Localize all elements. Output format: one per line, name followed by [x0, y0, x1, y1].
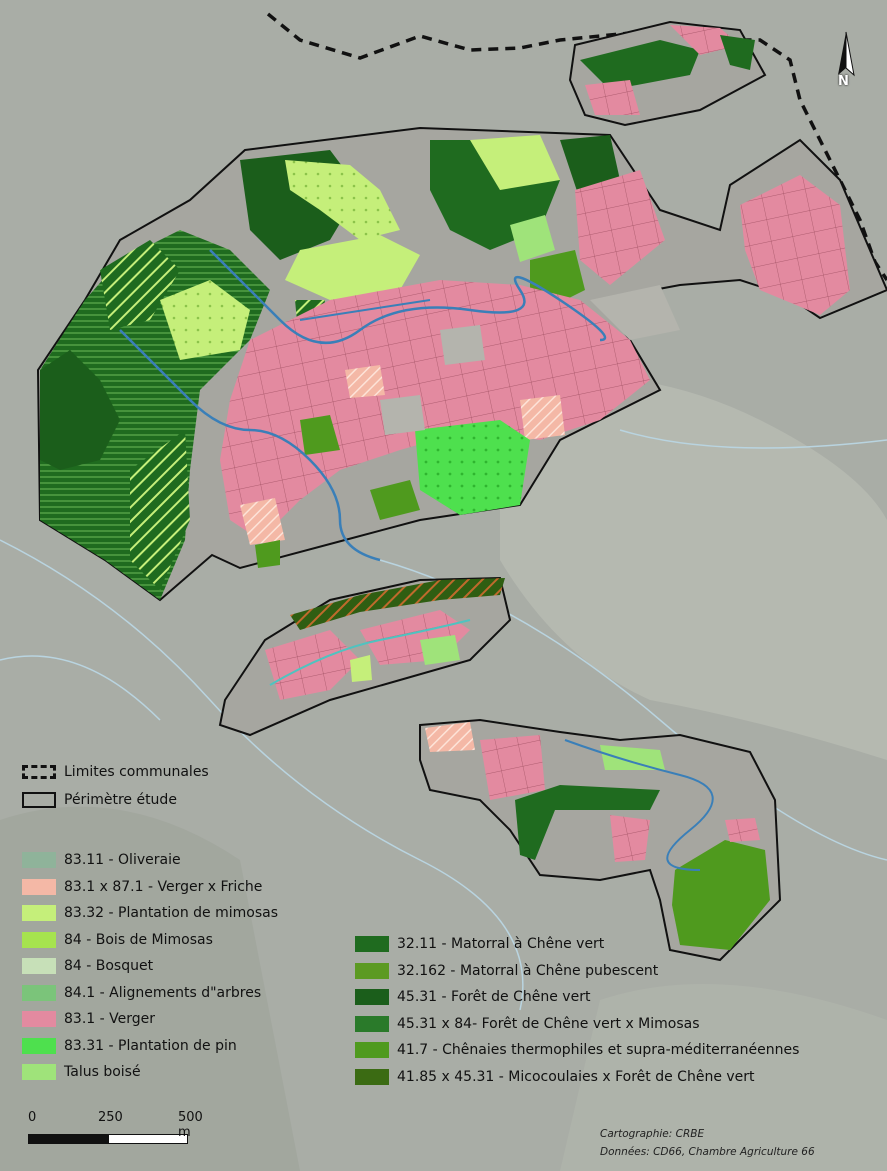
legend-swatch: [355, 1068, 389, 1085]
legend-swatch: [22, 958, 56, 974]
legend-item: 45.31 x 84- Forêt de Chêne vert x Mimosa…: [355, 1015, 700, 1032]
outline-box-icon: [22, 792, 56, 808]
legend-label: 32.162 - Matorral à Chêne pubescent: [397, 962, 659, 979]
legend-label: 45.31 - Forêt de Chêne vert: [397, 989, 591, 1005]
legend-item: 83.11 - Oliveraie: [22, 852, 181, 868]
study-area-northeast: [568, 20, 767, 127]
legend-swatch: [22, 852, 56, 868]
legend-label: 83.32 - Plantation de mimosas: [64, 905, 278, 921]
dashed-line-icon: [22, 765, 56, 779]
legend-item: 45.31 - Forêt de Chêne vert: [355, 989, 590, 1005]
legend-swatch: [22, 878, 56, 895]
legend-item: 83.32 - Plantation de mimosas: [22, 905, 278, 921]
legend-item: 83.1 x 87.1 - Verger x Friche: [22, 878, 263, 895]
north-label: N: [838, 74, 849, 89]
legend-item: 32.162 - Matorral à Chêne pubescent: [355, 962, 659, 979]
credits-data: Données: CD66, Chambre Agriculture 66: [600, 1146, 815, 1158]
legend-item: 41.7 - Chênaies thermophiles et supra-mé…: [355, 1042, 799, 1058]
legend-label: Limites communales: [64, 764, 209, 780]
study-area-southeast: [419, 718, 782, 962]
legend-label: Périmètre étude: [64, 792, 177, 808]
scale-label-0: 0: [28, 1110, 37, 1125]
north-arrow: [838, 31, 855, 77]
legend-label: 84 - Bois de Mimosas: [64, 931, 213, 948]
scale-segment-dark: [28, 1134, 108, 1144]
legend-item: 83.1 - Verger: [22, 1011, 155, 1027]
legend-item: 84 - Bois de Mimosas: [22, 931, 213, 948]
legend-swatch: [22, 905, 56, 921]
legend-swatch: [22, 984, 56, 1001]
scale-segment-light: [108, 1134, 188, 1144]
legend-item-study-perimeter: Périmètre étude: [22, 792, 177, 808]
legend-swatch: [355, 1015, 389, 1032]
legend-label: 84.1 - Alignements d"arbres: [64, 984, 262, 1001]
scale-label-250: 250: [98, 1110, 123, 1125]
legend-label: 45.31 x 84- Forêt de Chêne vert x Mimosa…: [397, 1015, 700, 1032]
legend-label: Talus boisé: [64, 1064, 141, 1080]
legend-swatch: [22, 1064, 56, 1080]
legend-label: 83.1 x 87.1 - Verger x Friche: [64, 878, 263, 895]
legend-item: 83.31 - Plantation de pin: [22, 1037, 237, 1054]
legend-label: 83.11 - Oliveraie: [64, 852, 181, 868]
legend-label: 41.7 - Chênaies thermophiles et supra-mé…: [397, 1042, 800, 1058]
legend-item: 32.11 - Matorral à Chêne vert: [355, 936, 604, 952]
legend-label: 83.1 - Verger: [64, 1011, 155, 1027]
legend-item: 84 - Bosquet: [22, 958, 153, 974]
legend-swatch: [22, 1037, 56, 1054]
legend-item: Talus boisé: [22, 1064, 141, 1080]
legend-swatch: [355, 989, 389, 1005]
legend-item: 84.1 - Alignements d"arbres: [22, 984, 262, 1001]
legend-swatch: [355, 962, 389, 979]
legend-swatch: [355, 936, 389, 952]
legend-label: 84 - Bosquet: [64, 958, 154, 974]
legend-item-communal-limits: Limites communales: [22, 764, 209, 780]
study-area-middle: [218, 576, 512, 737]
scale-label-500: 500 m: [178, 1110, 203, 1140]
scale-bar: 0 250 500 m: [28, 1110, 203, 1144]
legend-label: 32.11 - Matorral à Chêne vert: [397, 936, 605, 952]
study-area-main: [36, 126, 887, 602]
legend-swatch: [22, 931, 56, 948]
legend-label: 41.85 x 45.31 - Micocoulaies x Forêt de …: [397, 1068, 755, 1085]
legend-swatch: [355, 1042, 389, 1058]
legend-label: 83.31 - Plantation de pin: [64, 1037, 237, 1054]
credits-cartography: Cartographie: CRBE: [600, 1128, 705, 1140]
legend-swatch: [22, 1011, 56, 1027]
legend-item: 41.85 x 45.31 - Micocoulaies x Forêt de …: [355, 1068, 755, 1085]
